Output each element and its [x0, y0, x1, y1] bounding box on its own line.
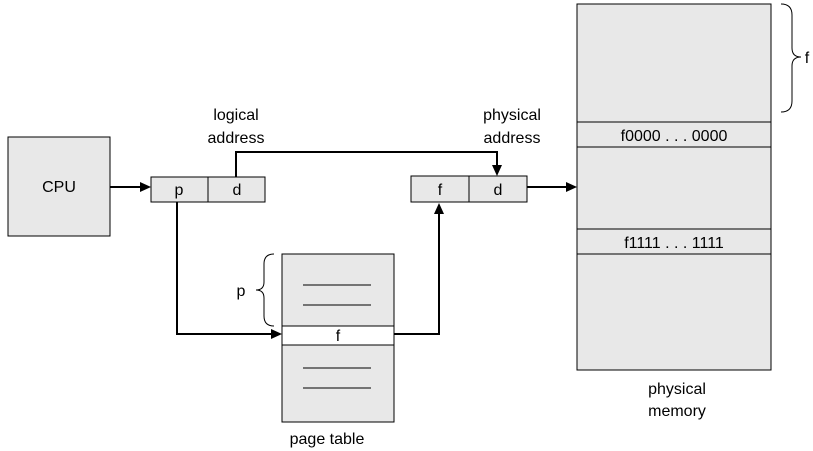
cpu-label: CPU — [42, 179, 76, 196]
page-table-entry-f — [281, 325, 395, 346]
physical-memory-box — [576, 3, 772, 371]
logical-p-field — [150, 176, 209, 203]
page-number-path-arrowhead — [271, 329, 282, 339]
logical-p-label: p — [175, 182, 184, 199]
memory-brace-label: f — [805, 50, 810, 67]
offset-path-line — [235, 151, 498, 177]
page-number-path-line — [176, 202, 272, 335]
frame-number-path-line — [394, 214, 440, 335]
page-table-brace-icon — [255, 253, 275, 327]
logical-address-label-line2: address — [208, 130, 265, 147]
physical-memory-label-line2: memory — [648, 403, 706, 420]
physical-address-label-line1: physical — [483, 107, 541, 124]
physical-memory: f0000 . . . 0000 f1111 . . . 1111 — [576, 3, 772, 371]
logical-address-register: p d — [150, 176, 266, 203]
offset-path-arrowhead — [492, 165, 502, 176]
frame-start-address: f0000 . . . 0000 — [621, 128, 728, 145]
frame-end-address: f1111 . . . 1111 — [624, 235, 724, 252]
page-table-entry-f-label: f — [336, 328, 341, 345]
logical-address-label-line1: logical — [213, 107, 258, 124]
cpu-to-logical-arrowhead — [140, 182, 151, 192]
logical-d-label: d — [233, 182, 242, 199]
cpu-block: CPU — [7, 136, 111, 237]
physical-address-register: f d — [410, 175, 528, 203]
page-table-brace-label: p — [237, 283, 246, 300]
page-table-label: page table — [290, 431, 365, 448]
physical-d-field — [468, 175, 528, 203]
physical-memory-label-line1: physical — [648, 381, 706, 398]
physical-to-memory-arrowhead — [566, 182, 577, 192]
frame-number-path-arrowhead — [434, 203, 444, 214]
physical-f-label: f — [438, 182, 443, 199]
page-table: f — [281, 253, 395, 423]
cpu-box — [7, 136, 111, 237]
physical-address-label-line2: address — [484, 130, 541, 147]
memory-brace-icon — [780, 3, 802, 113]
physical-d-label: d — [494, 182, 503, 199]
